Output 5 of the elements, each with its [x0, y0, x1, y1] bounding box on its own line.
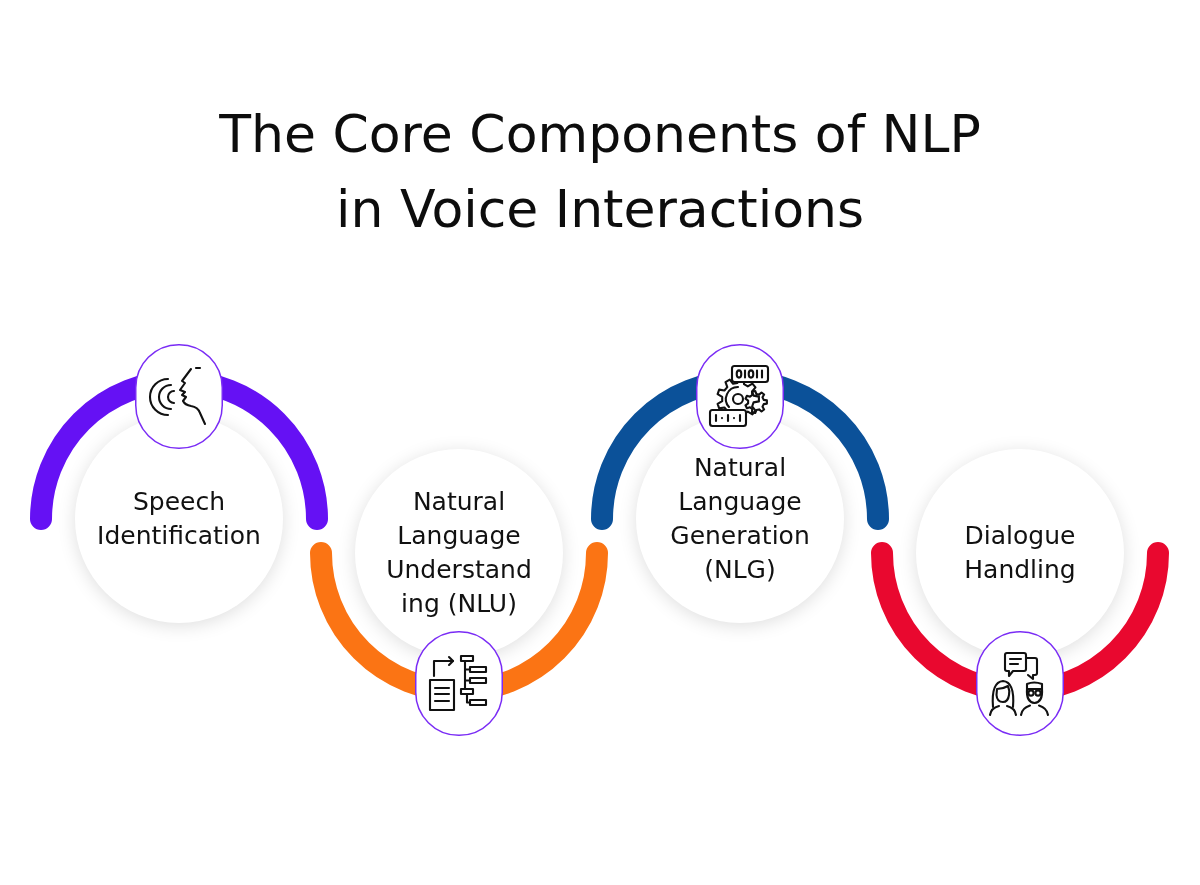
- node-label: Speech Identification: [96, 486, 262, 552]
- node-label: Dialogue Handling: [963, 520, 1077, 586]
- title: The Core Components of NLP in Voice Interactions: [218, 103, 982, 241]
- node-label: Natural Language Understand ing (NLU): [385, 486, 533, 620]
- node-label: Natural Language Generation (NLG): [669, 452, 811, 586]
